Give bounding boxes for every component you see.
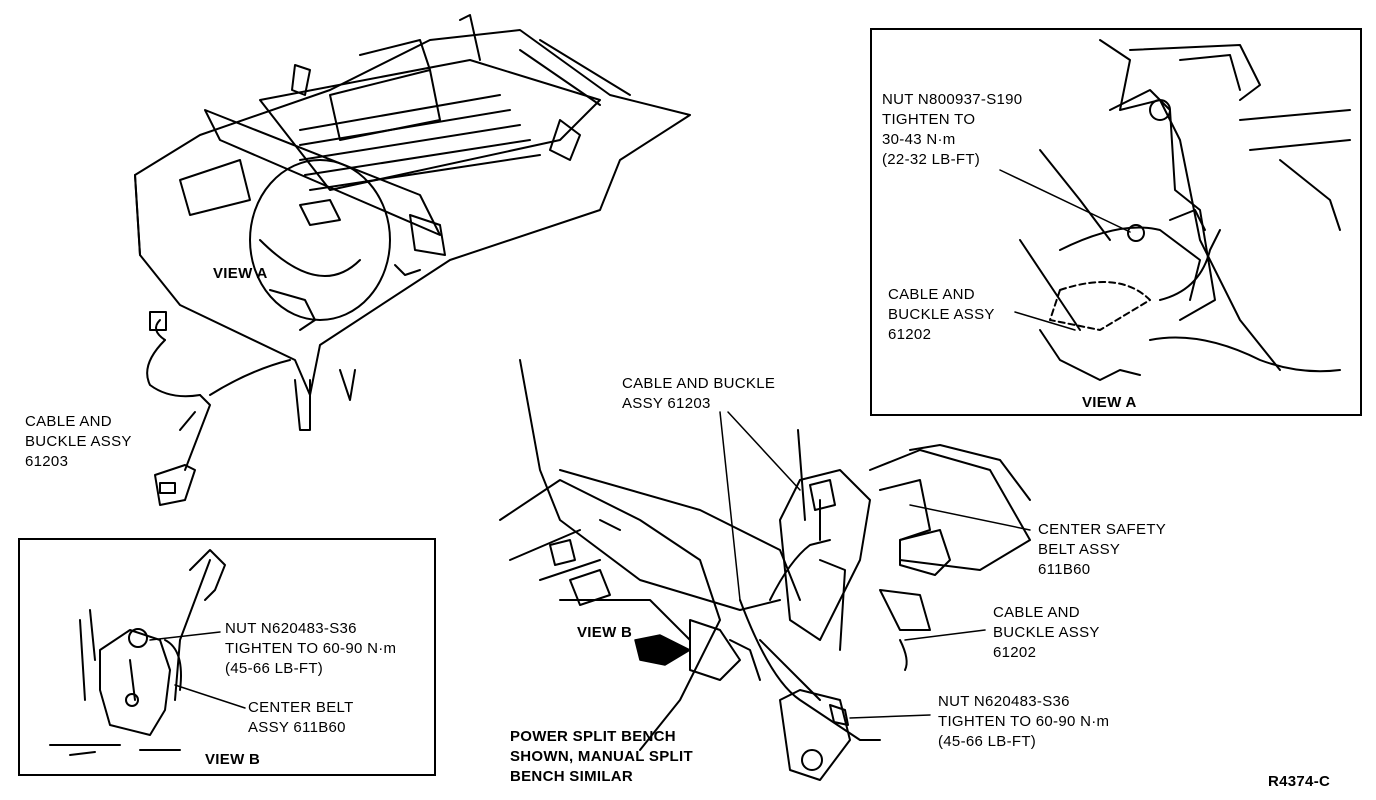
view-a-main-label: VIEW A bbox=[213, 265, 268, 282]
power-split-bench-note: POWER SPLIT BENCH SHOWN, MANUAL SPLIT BE… bbox=[510, 728, 693, 785]
nut-s36-inset-label: NUT N620483-S36 TIGHTEN TO 60-90 N·m (45… bbox=[225, 620, 397, 677]
view-a-inset-label: VIEW A bbox=[1082, 394, 1137, 411]
view-a-inset-frame bbox=[870, 28, 1362, 416]
view-a-inset-art bbox=[1019, 39, 1351, 381]
cable-buckle-61203-center-label: CABLE AND BUCKLE ASSY 61203 bbox=[622, 375, 776, 412]
view-b-inset-frame bbox=[18, 538, 436, 776]
view-b-main-label: VIEW B bbox=[577, 624, 633, 641]
figure-code: R4374-C bbox=[1268, 773, 1331, 790]
view-b-inset-label: VIEW B bbox=[205, 751, 261, 768]
center-belt-inset-label: CENTER BELT ASSY 611B60 bbox=[248, 699, 354, 736]
seat-cushion-assembly bbox=[134, 14, 691, 431]
view-b-leaders bbox=[149, 631, 246, 709]
bench-floor-assembly bbox=[499, 359, 1031, 781]
cable-buckle-61202-inset-label: CABLE AND BUCKLE ASSY 61202 bbox=[888, 286, 995, 343]
view-b-inset-art bbox=[49, 549, 226, 756]
nut-s36-right-label: NUT N620483-S36 TIGHTEN TO 60-90 N·m (45… bbox=[938, 693, 1110, 750]
leader-lines bbox=[634, 411, 1031, 719]
cable-buckle-61203-left-label: CABLE AND BUCKLE ASSY 61203 bbox=[25, 413, 132, 470]
nut-s190-label: NUT N800937-S190 TIGHTEN TO 30-43 N·m (2… bbox=[882, 91, 1023, 168]
cable-buckle-61203-part bbox=[146, 311, 291, 506]
view-a-leaders bbox=[999, 169, 1131, 331]
center-safety-belt-label: CENTER SAFETY BELT ASSY 611B60 bbox=[1038, 521, 1167, 578]
cable-buckle-61202-right-label: CABLE AND BUCKLE ASSY 61202 bbox=[993, 604, 1100, 661]
